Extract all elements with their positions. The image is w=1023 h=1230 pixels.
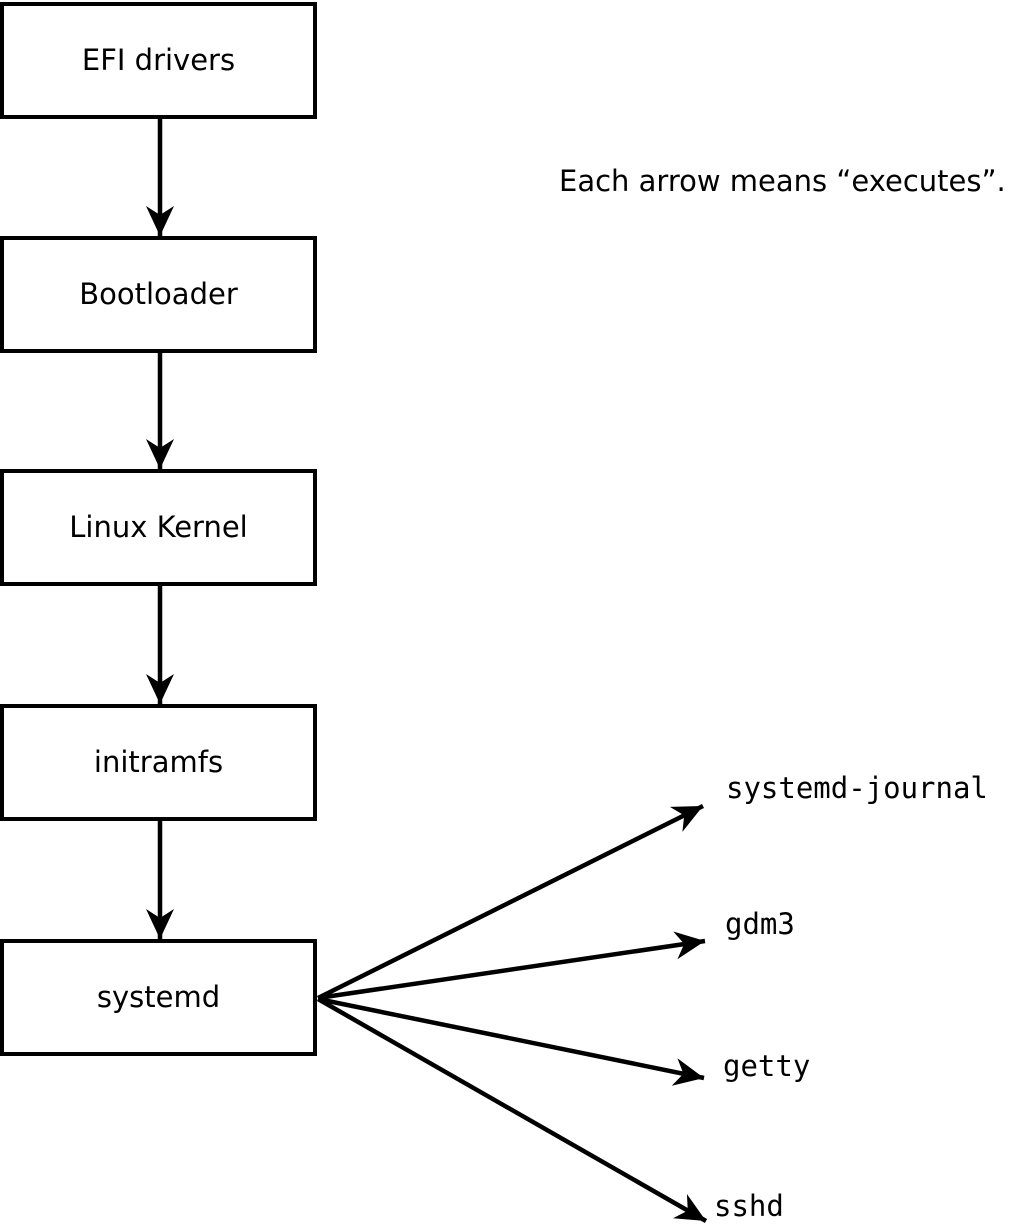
arrow-systemd-to-sshd	[316, 997, 708, 1223]
node-systemd-label: systemd	[96, 980, 221, 1014]
node-efi-drivers-label: EFI drivers	[81, 43, 236, 77]
node-bootloader: Bootloader	[0, 236, 317, 353]
node-gdm3: gdm3	[725, 907, 795, 941]
node-getty: getty	[723, 1049, 811, 1083]
node-systemd: systemd	[0, 939, 317, 1056]
arrow-systemd-to-gdm3	[317, 931, 706, 1001]
node-systemd-journal: systemd-journal	[726, 771, 988, 805]
arrow-systemd-to-getty	[317, 996, 705, 1086]
arrow-systemd-to-systemd-journal	[316, 803, 705, 1001]
node-linux-kernel: Linux Kernel	[0, 469, 317, 586]
node-linux-kernel-label: Linux Kernel	[69, 510, 248, 544]
node-initramfs-label: initramfs	[93, 745, 224, 779]
node-sshd: sshd	[714, 1189, 784, 1223]
node-efi-drivers: EFI drivers	[0, 2, 317, 119]
arrow-meaning-note: Each arrow means “executes”.	[559, 164, 1006, 198]
node-initramfs: initramfs	[0, 704, 317, 821]
node-bootloader-label: Bootloader	[79, 277, 238, 311]
